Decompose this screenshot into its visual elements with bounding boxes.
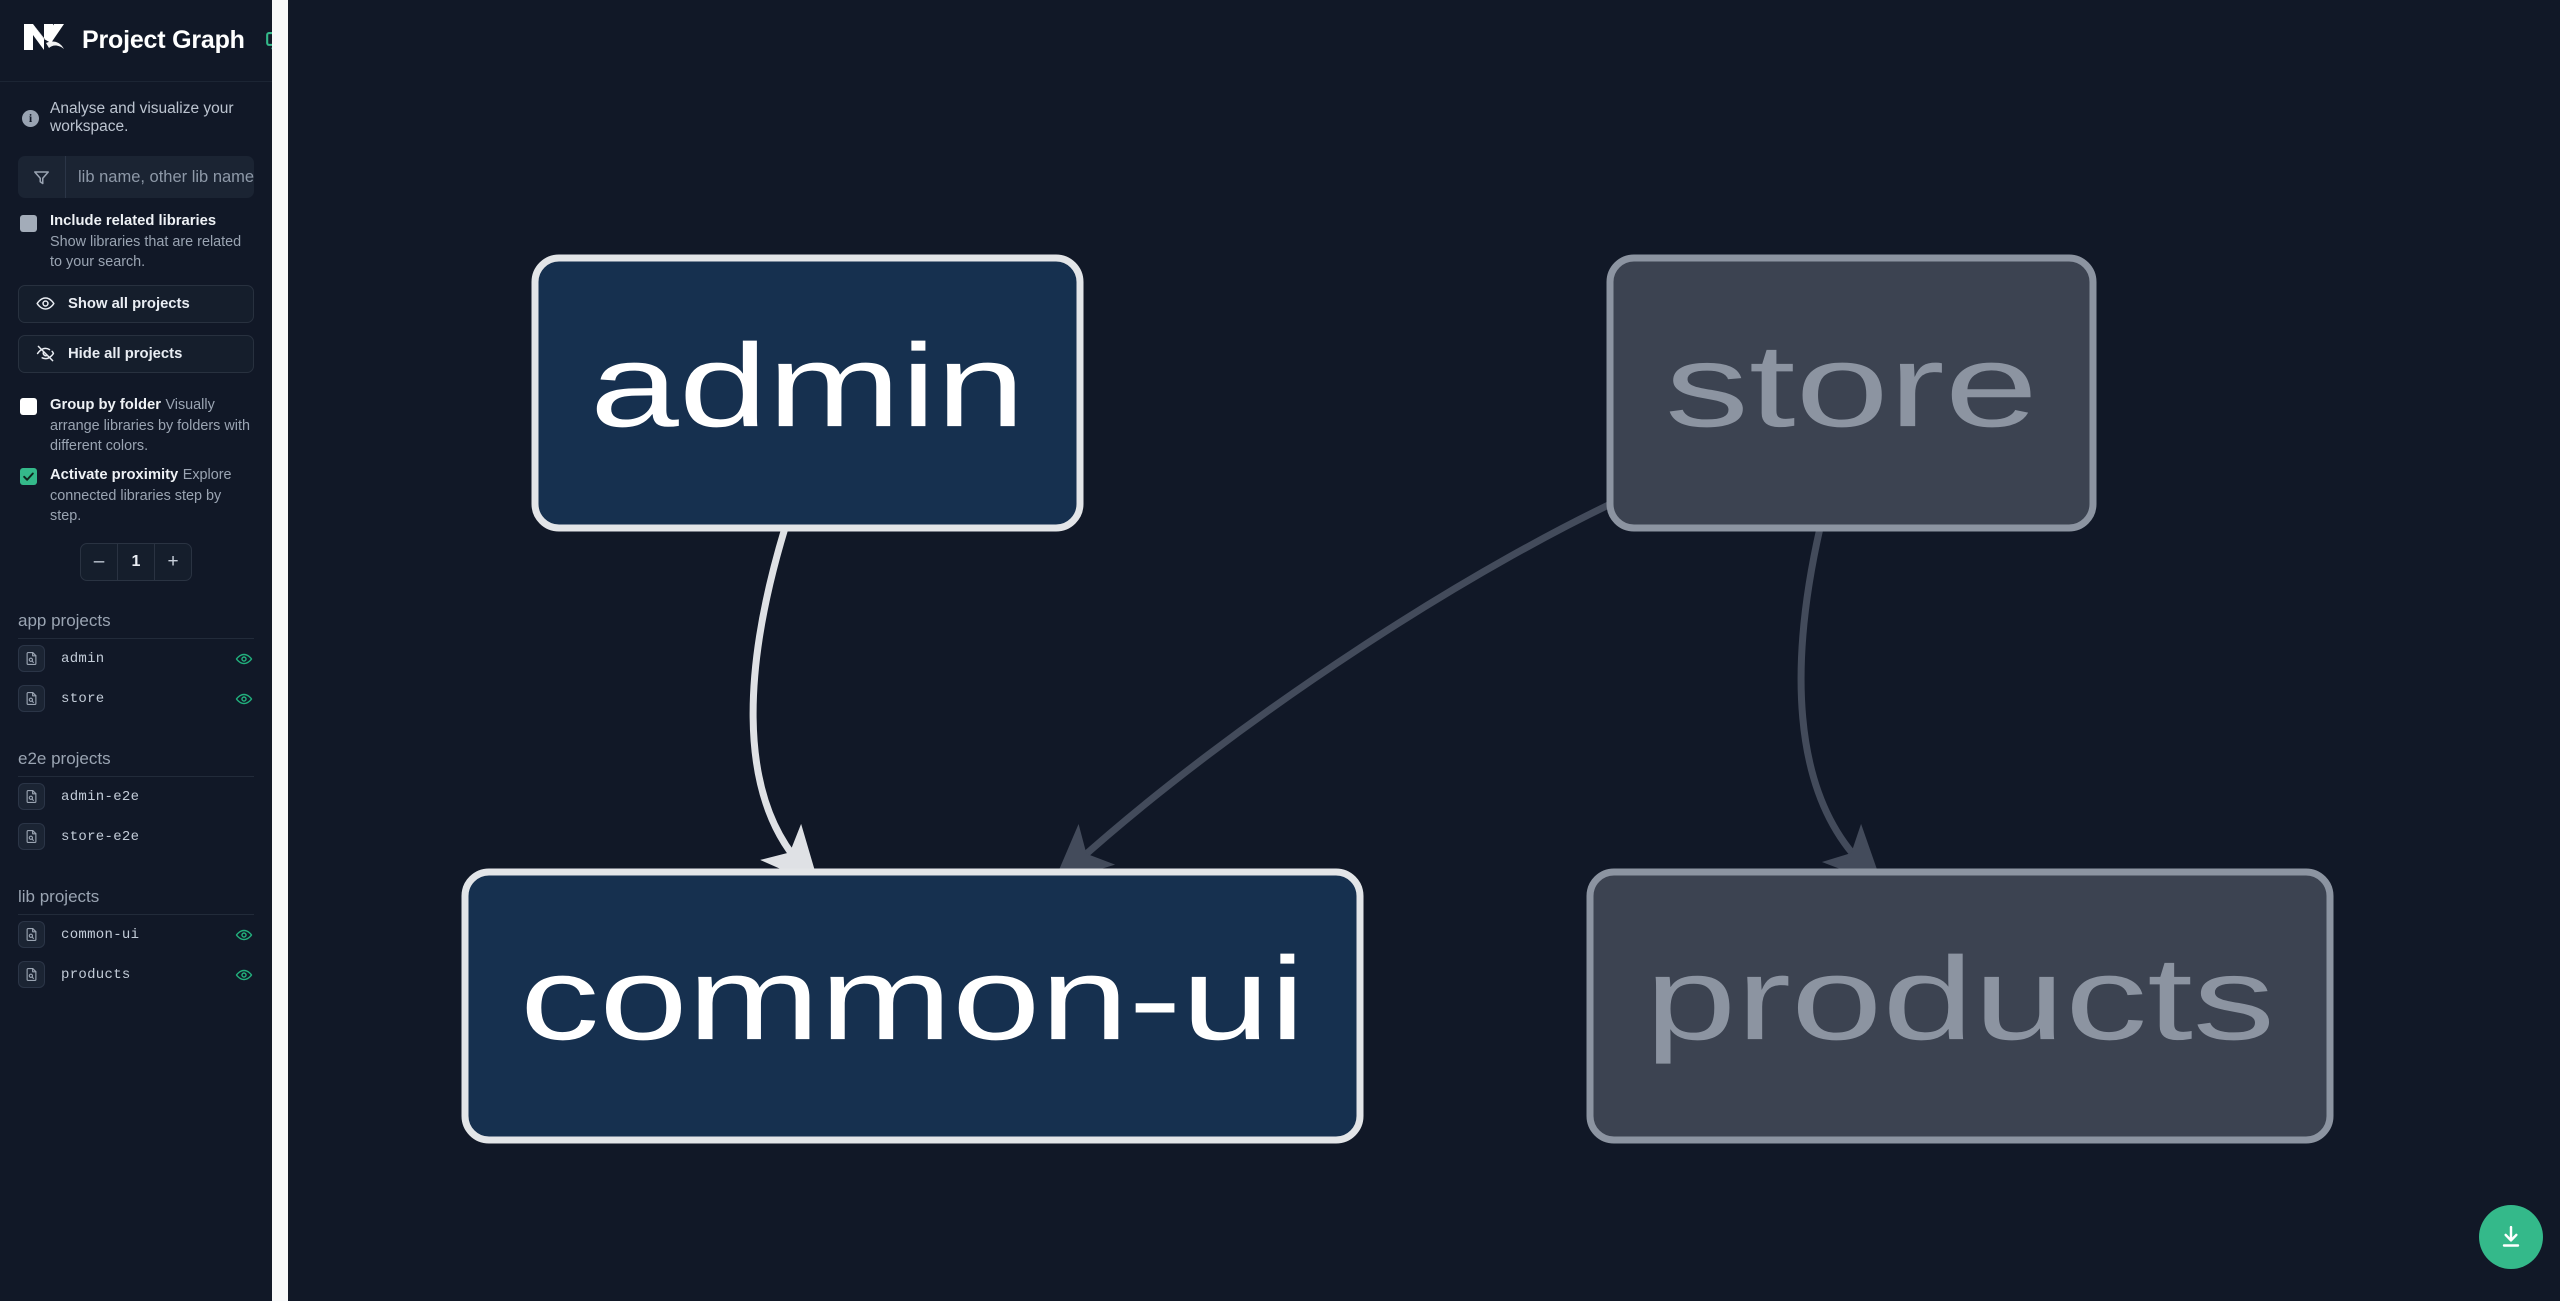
show-all-projects-label: Show all projects — [68, 295, 190, 312]
project-name: store — [61, 690, 105, 707]
option-activate-proximity[interactable]: Activate proximity Explore connected lib… — [0, 457, 272, 527]
graph-node-products[interactable]: products — [1586, 868, 2334, 1144]
sidebar-item-store-e2e[interactable]: store-e2e — [0, 817, 272, 857]
option-include-related-libraries[interactable]: Include related libraries Show libraries… — [0, 198, 272, 273]
graph-edge-admin-to-common-ui — [749, 526, 820, 887]
option-description: Explore connected libraries step by step… — [50, 466, 232, 525]
info-icon: i — [22, 109, 39, 127]
node-box[interactable] — [531, 254, 1084, 532]
eye-icon[interactable] — [234, 689, 254, 709]
project-file-icon — [18, 961, 45, 989]
option-description: Visually arrange libraries by folders wi… — [50, 396, 250, 455]
proximity-decrement-button[interactable]: – — [93, 550, 105, 572]
eye-icon-placeholder[interactable] — [234, 827, 254, 847]
hide-all-projects-button[interactable]: Hide all projects — [18, 334, 254, 373]
project-name: common-ui — [61, 926, 140, 943]
proximity-value: 1 — [117, 543, 155, 580]
sidebar-item-products[interactable]: products — [0, 955, 272, 995]
group-title: e2e projects — [18, 748, 111, 768]
group-title: lib projects — [18, 886, 100, 906]
hide-all-projects-label: Hide all projects — [68, 345, 183, 362]
graph-node-store[interactable]: store — [1606, 254, 2097, 532]
project-file-icon — [18, 783, 45, 811]
graph-node-common-ui[interactable]: common-ui — [461, 868, 1364, 1144]
include-related-libraries-checkbox[interactable] — [20, 215, 37, 232]
eye-icon[interactable] — [234, 925, 254, 945]
proximity-stepper[interactable]: – 1 + — [80, 542, 192, 581]
node-box[interactable] — [1586, 868, 2334, 1144]
eye-icon[interactable] — [234, 649, 254, 669]
group-title: app projects — [18, 610, 111, 630]
project-group-lib: lib projects common-ui — [0, 887, 272, 995]
sidebar-header: Project Graph — [0, 0, 272, 82]
page-title: Project Graph — [82, 26, 245, 54]
sidebar-item-admin[interactable]: admin — [0, 639, 272, 679]
project-file-icon — [18, 645, 45, 673]
project-name: admin-e2e — [61, 788, 140, 805]
option-group-by-folder[interactable]: Group by folder Visually arrange librari… — [0, 373, 272, 457]
project-group-e2e: e2e projects admin-e2e — [0, 749, 272, 857]
divider — [18, 775, 254, 777]
tagline: i Analyse and visualize your workspace. — [0, 82, 272, 146]
eye-icon[interactable] — [234, 965, 254, 985]
project-name: store-e2e — [61, 828, 140, 845]
sidebar-item-common-ui[interactable]: common-ui — [0, 915, 272, 955]
option-title: Group by folder — [50, 396, 161, 413]
node-label: products — [1645, 933, 2275, 1065]
node-box[interactable] — [1606, 254, 2097, 532]
check-icon — [23, 472, 34, 481]
sidebar-item-store[interactable]: store — [0, 679, 272, 719]
tagline-text: Analyse and visualize your workspace. — [50, 100, 234, 135]
graph-nodes: admin store common-ui products — [461, 254, 2334, 1144]
option-description: Show libraries that are related to your … — [50, 233, 242, 271]
download-graph-button[interactable] — [2479, 1205, 2543, 1269]
search-bar[interactable] — [18, 156, 254, 198]
search-input[interactable] — [66, 156, 254, 198]
sidebar-divider — [272, 0, 288, 1301]
graph-node-admin[interactable]: admin — [531, 254, 1084, 532]
download-icon — [2502, 1225, 2520, 1247]
graph-edges — [749, 481, 1883, 887]
activate-proximity-checkbox[interactable] — [20, 467, 37, 485]
nx-logo-icon — [22, 20, 68, 62]
node-label: admin — [590, 320, 1025, 452]
divider — [18, 913, 254, 915]
show-all-projects-button[interactable]: Show all projects — [18, 284, 254, 323]
eye-off-icon — [36, 345, 55, 362]
group-by-folder-checkbox[interactable] — [20, 397, 37, 415]
node-box[interactable] — [461, 868, 1364, 1144]
graph-canvas[interactable]: admin store common-ui products — [288, 0, 2560, 1301]
sidebar-item-admin-e2e[interactable]: admin-e2e — [0, 777, 272, 817]
filter-funnel-icon — [18, 156, 66, 198]
option-title: Activate proximity — [50, 466, 179, 483]
sidebar: Project Graph i Analyse and visualize yo… — [0, 0, 272, 1301]
graph-edge-store-to-common-ui — [1053, 481, 1654, 884]
node-label: store — [1665, 320, 2038, 452]
eye-icon — [36, 297, 55, 311]
proximity-increment-button[interactable]: + — [167, 550, 179, 572]
project-name: admin — [61, 650, 105, 667]
project-graph-svg: admin store common-ui products — [461, 254, 2334, 1144]
project-name: products — [61, 966, 131, 983]
project-file-icon — [18, 823, 45, 851]
project-group-app: app projects admin — [0, 611, 272, 719]
monitor-icon[interactable] — [265, 30, 272, 51]
node-label: common-ui — [520, 933, 1305, 1065]
option-title: Include related libraries — [50, 213, 217, 229]
graph-edge-store-to-products — [1797, 527, 1883, 886]
divider — [18, 637, 254, 639]
eye-icon-placeholder[interactable] — [234, 787, 254, 807]
project-file-icon — [18, 921, 45, 949]
project-file-icon — [18, 685, 45, 713]
